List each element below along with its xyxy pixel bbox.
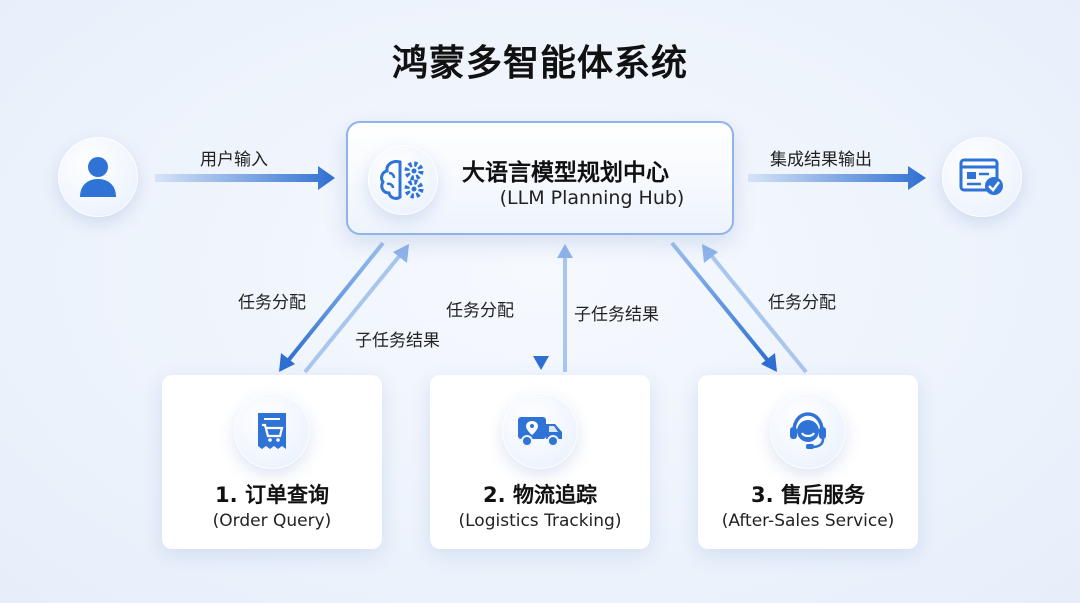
input-arrow xyxy=(155,166,335,190)
hub-icon-circle xyxy=(368,145,438,215)
assign-arrow-aftersales xyxy=(670,241,777,372)
agent-card-order-query: 1. 订单查询 (Order Query) xyxy=(162,375,382,549)
user-node xyxy=(58,137,138,217)
agent-card-logistics-tracking: 2. 物流追踪 (Logistics Tracking) xyxy=(430,375,650,549)
result-arrow-order xyxy=(303,244,409,374)
brain-gears-icon xyxy=(380,160,424,200)
result-arrow-logistics xyxy=(557,244,573,372)
agent-subtitle: (Logistics Tracking) xyxy=(458,511,622,531)
agent-icon-circle xyxy=(234,393,310,469)
assign-arrow-logistics xyxy=(533,242,549,370)
result-label-logistics: 子任务结果 xyxy=(574,305,659,325)
agent-icon-circle xyxy=(502,393,578,469)
agent-icon-circle xyxy=(770,393,846,469)
delivery-truck-icon xyxy=(518,417,562,447)
headset-agent-icon xyxy=(790,412,826,449)
assign-label-logistics: 任务分配 xyxy=(446,301,514,321)
agent-subtitle: (Order Query) xyxy=(212,511,332,531)
result-arrow-aftersales xyxy=(702,244,808,374)
assign-arrow-order xyxy=(279,241,385,372)
user-icon xyxy=(80,157,116,197)
output-node xyxy=(942,137,1022,217)
result-window-check-icon xyxy=(959,158,1003,195)
diagram-title: 鸿蒙多智能体系统 xyxy=(391,43,688,84)
agent-title: 2. 物流追踪 xyxy=(483,483,597,507)
assign-label-order: 任务分配 xyxy=(238,293,306,313)
agent-subtitle: (After-Sales Service) xyxy=(721,511,895,531)
hub-title: 大语言模型规划中心 xyxy=(462,160,669,186)
input-label: 用户输入 xyxy=(200,150,268,170)
llm-planning-hub: 大语言模型规划中心 (LLM Planning Hub) xyxy=(346,121,734,235)
hub-subtitle: (LLM Planning Hub) xyxy=(499,187,685,209)
receipt-cart-icon xyxy=(258,413,286,449)
agent-title: 1. 订单查询 xyxy=(215,483,329,507)
agent-card-after-sales-service: 3. 售后服务 (After-Sales Service) xyxy=(698,375,918,549)
output-label: 集成结果输出 xyxy=(770,150,872,170)
result-label-order: 子任务结果 xyxy=(355,331,440,351)
agent-title: 3. 售后服务 xyxy=(751,483,865,507)
assign-label-aftersales: 任务分配 xyxy=(768,293,836,313)
output-arrow xyxy=(748,166,926,190)
